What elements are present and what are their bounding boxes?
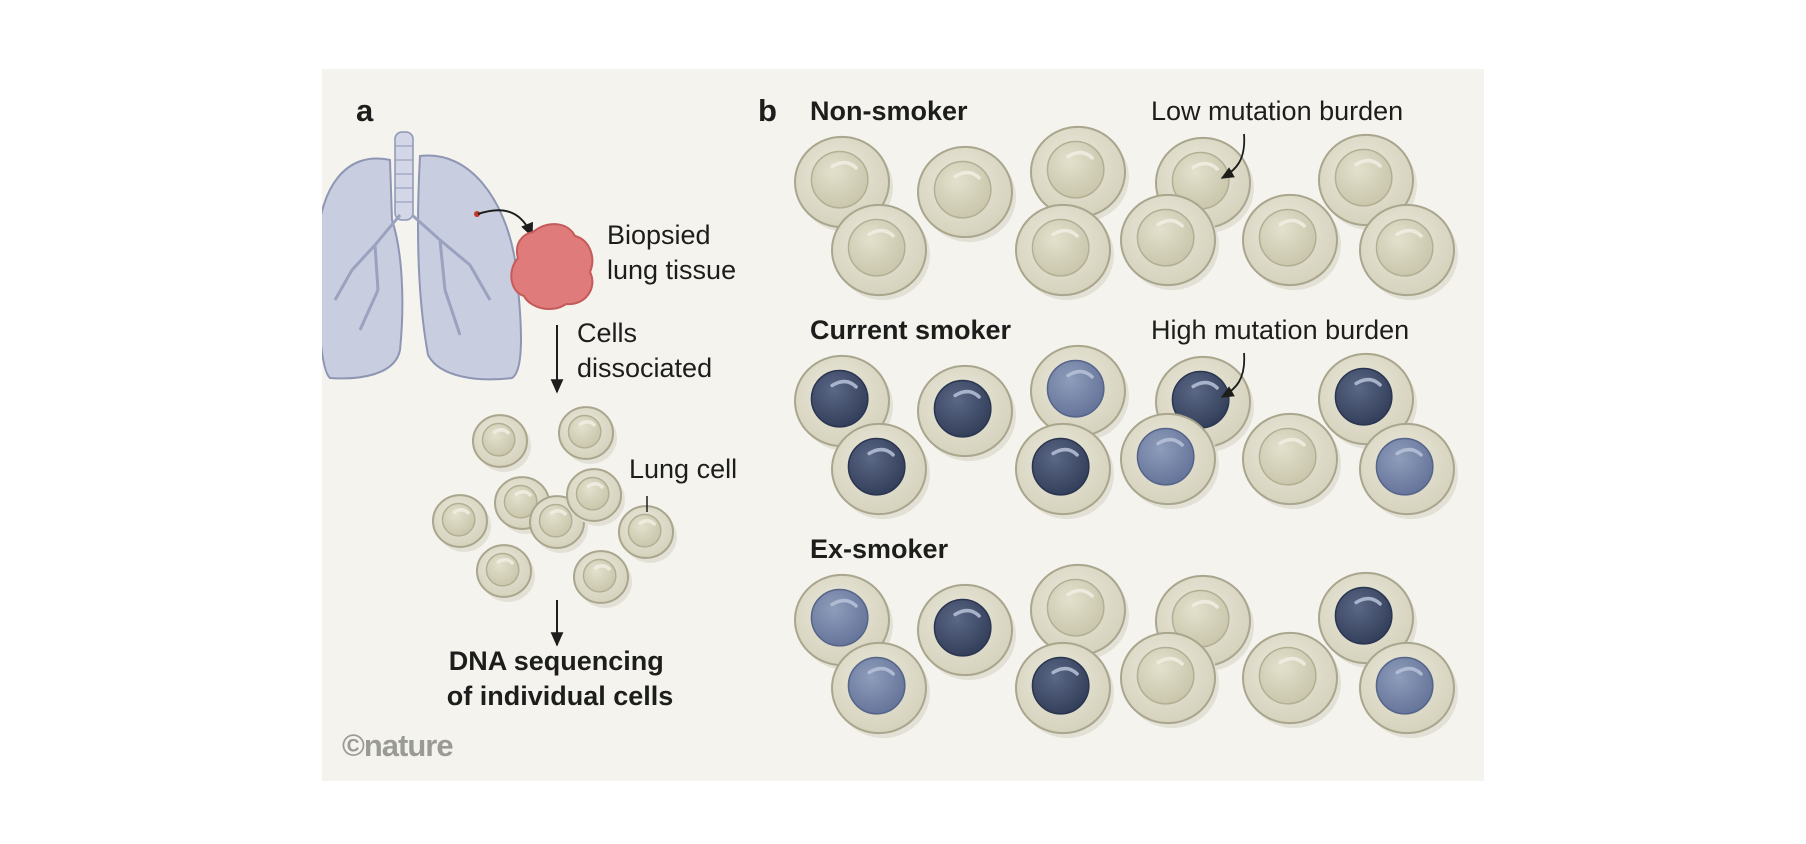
nucleus-normal <box>567 414 602 449</box>
panel-a-letter: a <box>356 93 374 128</box>
group-ex-smoker: Ex-smoker <box>794 534 1458 739</box>
lung-cell <box>573 550 632 608</box>
lungs-illustration <box>322 131 522 381</box>
nucleus-medium <box>1136 427 1195 486</box>
cell <box>1242 631 1341 729</box>
nucleus-dark <box>810 369 869 428</box>
nucleus-normal <box>933 160 992 219</box>
nucleus-normal <box>575 476 610 511</box>
cell <box>917 145 1016 243</box>
cell <box>1015 203 1114 301</box>
nucleus-normal <box>1136 208 1195 267</box>
nucleus-normal <box>1258 646 1317 705</box>
trachea <box>394 131 414 221</box>
group-current-smoker: Current smoker High mutation burden <box>794 315 1458 520</box>
nucleus-medium <box>810 588 869 647</box>
sequencing-label: DNA sequencing of individual cells <box>447 646 674 711</box>
annotation-arrow <box>1220 133 1246 179</box>
lung-cell <box>432 494 491 552</box>
cell <box>1242 412 1341 510</box>
nucleus-medium <box>1046 359 1105 418</box>
lung-cell <box>472 414 531 472</box>
cell <box>1359 203 1458 301</box>
group-title: Current smoker <box>810 315 1012 345</box>
nucleus-normal <box>1046 140 1105 199</box>
nucleus-normal <box>1258 427 1317 486</box>
nucleus-medium <box>847 656 906 715</box>
mutation-burden-label: High mutation burden <box>1151 315 1409 345</box>
cell <box>1015 422 1114 520</box>
cell <box>1120 193 1219 291</box>
cell <box>1030 344 1129 442</box>
nucleus-normal <box>1031 218 1090 277</box>
nucleus-normal <box>847 218 906 277</box>
lung-cell-label: Lung cell <box>629 454 737 484</box>
cell <box>1318 133 1417 231</box>
nucleus-normal <box>1046 578 1105 637</box>
group-title: Ex-smoker <box>810 534 949 564</box>
lung-cell <box>618 505 677 563</box>
nucleus-normal <box>810 150 869 209</box>
cell <box>917 583 1016 681</box>
cell <box>831 203 930 301</box>
nucleus-dark <box>1031 656 1090 715</box>
biopsy-arrow <box>477 209 533 238</box>
nucleus-normal <box>1334 148 1393 207</box>
nucleus-normal <box>582 558 617 593</box>
cell <box>1120 412 1219 510</box>
cell <box>794 354 893 452</box>
cell <box>1015 641 1114 739</box>
dissociated-label: Cells dissociated <box>577 318 712 383</box>
nucleus-dark <box>1031 437 1090 496</box>
nucleus-normal <box>485 552 520 587</box>
lung-cell <box>558 406 617 464</box>
annotation-arrow <box>1220 352 1246 398</box>
cell <box>831 641 930 739</box>
nucleus-medium <box>1375 437 1434 496</box>
nature-credit: ©nature <box>342 728 453 763</box>
group-non-smoker: Non-smoker Low mutation burden <box>794 96 1458 301</box>
lung-cell <box>476 544 535 602</box>
panel-a: a Biopsied lung tissue Cells dissociate <box>322 93 737 763</box>
nucleus-medium <box>1375 656 1434 715</box>
cell <box>1318 352 1417 450</box>
cell <box>917 364 1016 462</box>
nucleus-normal <box>481 422 516 457</box>
mutation-burden-label: Low mutation burden <box>1151 96 1403 126</box>
nucleus-normal <box>441 502 476 537</box>
nucleus-normal <box>627 513 662 548</box>
lung-cell <box>566 468 625 526</box>
cell <box>1359 641 1458 739</box>
nucleus-dark <box>847 437 906 496</box>
nucleus-dark <box>1334 367 1393 426</box>
nucleus-normal <box>1258 208 1317 267</box>
nucleus-normal <box>538 503 573 538</box>
cell <box>831 422 930 520</box>
group-title: Non-smoker <box>810 96 968 126</box>
cell <box>1120 631 1219 729</box>
right-lung <box>417 154 522 381</box>
cell <box>1359 422 1458 520</box>
nucleus-normal <box>1136 646 1195 705</box>
nucleus-normal <box>1375 218 1434 277</box>
biopsy-label: Biopsied lung tissue <box>607 220 736 285</box>
nucleus-dark <box>933 598 992 657</box>
tissue-sample <box>510 223 594 311</box>
nucleus-dark <box>933 379 992 438</box>
nucleus-dark <box>1334 586 1393 645</box>
dissociated-cells <box>432 406 677 608</box>
cell <box>1030 563 1129 661</box>
panel-b-letter: b <box>758 93 777 128</box>
cell <box>1242 193 1341 291</box>
cell <box>1030 125 1129 223</box>
left-lung <box>322 157 404 380</box>
